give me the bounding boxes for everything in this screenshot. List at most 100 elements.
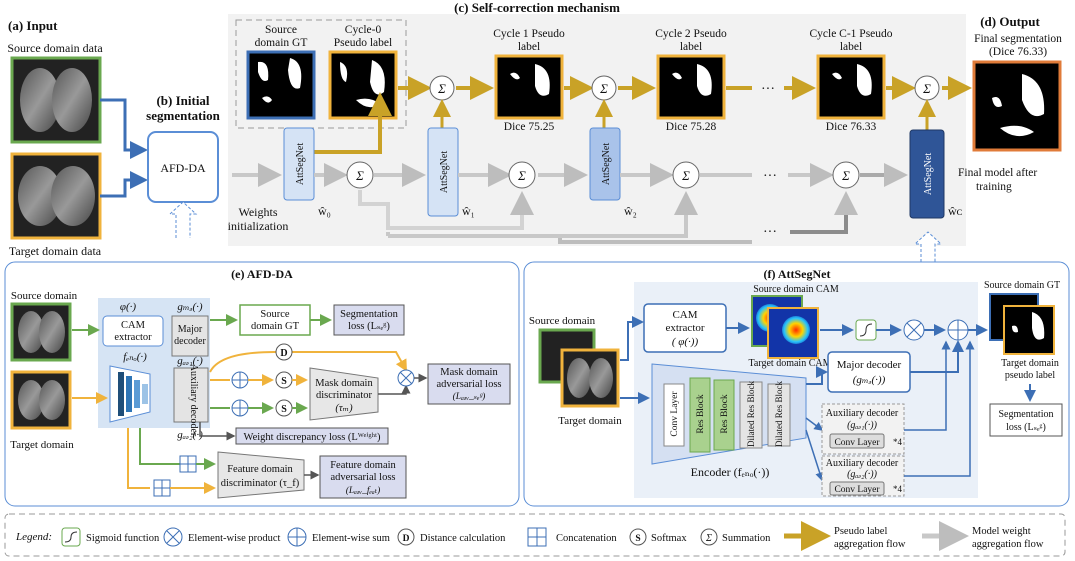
svg-text:Σ: Σ — [517, 168, 526, 183]
cycle0-dashed-group — [235, 19, 407, 129]
attsegnet-w2 — [589, 127, 621, 201]
cycle2-mask — [656, 54, 726, 120]
att-block-dil2-label: Dilated Res Block — [774, 381, 784, 447]
panel-initial-title-1: (b) Initial — [156, 93, 209, 108]
att-enc-to-major — [806, 366, 828, 385]
afdda-up-arrow — [168, 201, 198, 238]
cycle2-dice: Dice 75.28 — [666, 121, 717, 133]
attsegnet-w1-label: AttSegNet — [439, 151, 450, 193]
att-source-label: Source domain — [529, 315, 596, 327]
svg-text:S: S — [635, 534, 640, 544]
attsegnet-w2-label: AttSegNet — [601, 143, 612, 185]
afdda-disc-to-product — [378, 384, 411, 395]
cycle1-dice: Dice 75.25 — [504, 121, 555, 133]
afdda-feat-adv-1: Feature domain — [330, 460, 396, 471]
afdda-mask-disc — [309, 367, 379, 421]
att-enc-to-aux2 — [805, 429, 825, 482]
afdda-weight-disc-box — [235, 427, 389, 445]
cycle0-title-1: Cycle-0 — [345, 24, 382, 36]
cycle2-title-2: label — [680, 41, 702, 53]
afdda-seg-loss-box — [333, 304, 405, 336]
att-target-cam-hot — [782, 316, 810, 344]
legend-model-1: Model weight — [972, 526, 1031, 537]
att-sum-node — [947, 319, 969, 341]
attsegnet-w0 — [283, 127, 315, 201]
sum-circle-top-3: Σ — [914, 75, 940, 101]
afdda-gmd: gₘₔ(·) — [177, 301, 203, 313]
legend-pseudo-1: Pseudo label — [834, 526, 887, 537]
att-target-pl-2: pseudo label — [1005, 370, 1055, 381]
gray-loop-4 — [790, 191, 858, 234]
att-enc-to-aux1 — [805, 417, 824, 431]
att-target-label: Target domain — [558, 415, 622, 427]
attsegnet-panel-title: (f) AttSegNet — [764, 267, 831, 281]
att-sigmoid-node — [855, 319, 877, 341]
afdda-cam-2: extractor — [114, 332, 152, 343]
cycle2-title-1: Cycle 2 Pseudo — [655, 28, 727, 40]
afdda-sum-node-2 — [231, 399, 249, 417]
afdda-feat-adv-2: adversarial loss — [330, 472, 395, 483]
cycleC1-shape — [832, 64, 872, 96]
attsegnet-w0-label: AttSegNet — [295, 143, 306, 185]
afdda-source-label: Source domain — [11, 290, 78, 302]
att-aux1-conv-label: Conv Layer — [834, 438, 880, 448]
cycle0-title-2: Pseudo label — [334, 37, 392, 49]
afdda-major-2: decoder — [174, 336, 206, 347]
afdda-mask-disc-1: Mask domain — [315, 378, 373, 389]
afdda-feat-disc-2: discriminator (τ_f) — [221, 478, 300, 489]
att-source-cam-label: Source domain CAM — [753, 284, 839, 295]
att-block-dil1-label: Dilated Res Block — [746, 381, 756, 447]
afdda-enc-bar-1 — [118, 372, 124, 416]
gray-ellipsis-bottom: ··· — [763, 225, 777, 240]
gray-loop-2 — [388, 191, 698, 238]
legend-sum-icon — [287, 527, 307, 547]
afdda-gad1: gₐₔ₁(·) — [177, 355, 203, 367]
target-lung-left — [18, 166, 62, 226]
weights-init-2: initialization — [228, 219, 289, 233]
afdda-distance-path — [209, 351, 407, 373]
final-model-1: Final model after — [958, 167, 1037, 179]
afdda-softmax-node-2: S — [275, 399, 293, 417]
weights-init-1: Weights — [238, 205, 277, 219]
legend-summation-icon: Σ — [700, 528, 718, 546]
sum-circle-top-1: Σ — [429, 75, 455, 101]
att-source-gt-label: Source domain GT — [984, 280, 1060, 291]
legend-softmax-icon: S — [629, 528, 647, 546]
legend-sum: Element-wise sum — [312, 533, 390, 544]
afdda-cam-box — [102, 315, 164, 347]
afdda-feat-green — [139, 428, 180, 465]
att-cam-1: CAM — [672, 309, 697, 321]
gold-net0-up — [314, 92, 392, 154]
afdda-phi: φ(·) — [120, 301, 136, 313]
legend-distance-icon: D — [397, 528, 415, 546]
gray-loop-3 — [558, 238, 752, 244]
afdda-panel-title: (e) AFD-DA — [231, 267, 293, 281]
att-cam-3: ( φ(·)) — [672, 336, 699, 348]
legend-product-icon — [163, 527, 183, 547]
afdda-cam-1: CAM — [121, 320, 146, 331]
afdda-target-label: Target domain — [10, 439, 74, 451]
afdda-weight-disc-label: Weight discrepancy loss (Lᵂᵉⁱᵍʰᵗ) — [244, 432, 381, 443]
attsegnet-wC — [909, 129, 945, 219]
afdda-feat-adv-3: (Lₐₔᵥ_fₑₐₜ) — [346, 485, 381, 496]
afdda-source-lung-2 — [39, 311, 65, 353]
svg-text:D: D — [280, 348, 287, 359]
cycle2-shape — [672, 64, 712, 96]
afdda-target-lung-2 — [39, 380, 65, 420]
afdda-softmax-node-1: S — [275, 371, 293, 389]
att-target-pl-mask — [1003, 305, 1055, 355]
cycle0-mask — [328, 50, 398, 120]
afdda-mask-disc-2: discriminator — [316, 390, 372, 401]
panel-output-title: (d) Output — [980, 14, 1040, 29]
legend-concat-icon — [527, 527, 547, 547]
att-major-2: (gₘₔ(·)) — [853, 374, 886, 386]
afdda-aux-label: Auxiliary decoder — [188, 364, 199, 437]
legend-model-2: aggregation flow — [972, 539, 1044, 550]
att-target-pl-shape — [1012, 312, 1045, 340]
att-cam-2: extractor — [665, 322, 704, 334]
att-block-res1-label: Res Block — [696, 394, 706, 434]
legend-summation: Summation — [722, 533, 771, 544]
legend-softmax: Softmax — [651, 533, 687, 544]
